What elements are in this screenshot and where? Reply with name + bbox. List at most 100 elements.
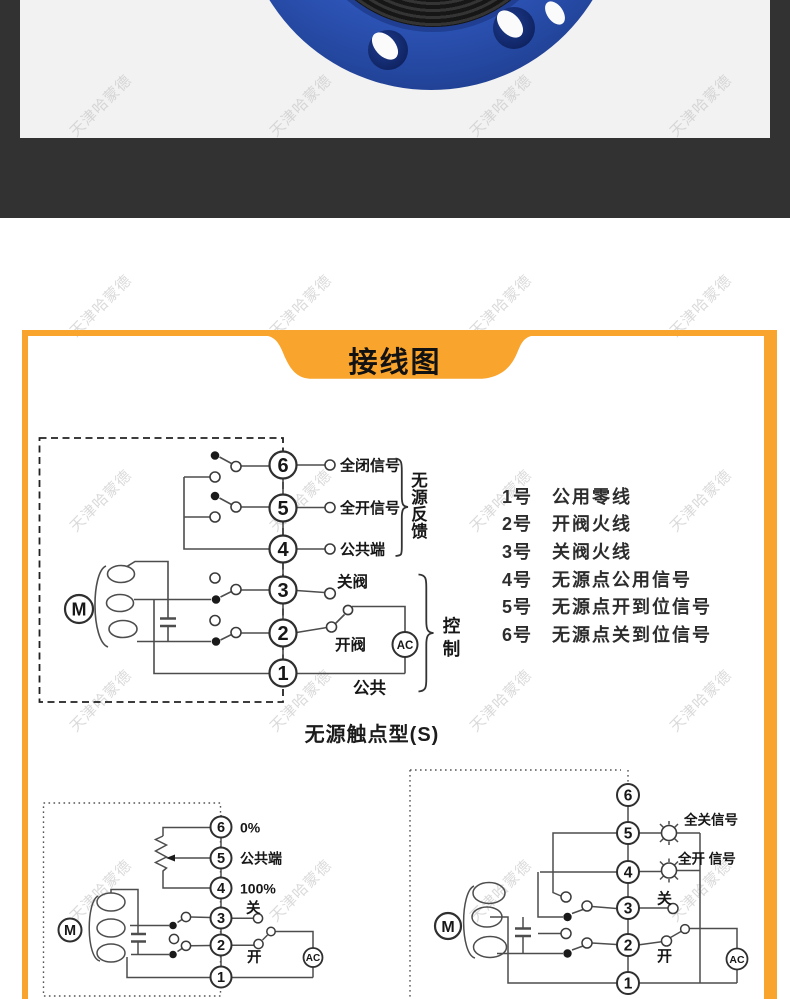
diagram-lamp-feedback-type: 6 5 4 3 2 1 M AC 全关信号 全开 信号 关 开 — [409, 769, 749, 999]
diagram-passive-contact: 6 5 4 3 2 1 M AC 全闭信号 全开信号 公共端 关阀 开阀 — [38, 437, 461, 703]
svg-text:M: M — [72, 600, 87, 620]
group-label-control: 控 制 — [443, 616, 461, 659]
svg-text:AC: AC — [397, 640, 414, 652]
terminal: 4 — [616, 860, 640, 884]
terminal: 2 — [209, 933, 233, 957]
terminal-number: 2号 — [502, 514, 533, 535]
label-full-open-signal: 全开信号 — [339, 499, 400, 517]
svg-text:6: 6 — [217, 820, 225, 836]
terminal-function: 关阀火线 — [552, 541, 632, 562]
svg-text:反: 反 — [411, 505, 428, 524]
terminal-function: 无源点开到位信号 — [552, 597, 712, 618]
terminal-function: 公用零线 — [552, 486, 632, 507]
svg-text:3: 3 — [217, 911, 225, 927]
capacitor-icon — [131, 932, 146, 943]
diagram-potentiometer-type: 6 5 4 3 2 1 M AC 0% 公共端 100% 关 开 — [42, 802, 324, 997]
label-open: 开 — [657, 948, 672, 965]
terminal-description-row: 1号公用零线 — [502, 482, 712, 510]
full-open-lamp-icon — [660, 862, 678, 879]
label-close-valve: 关阀 — [337, 572, 368, 591]
svg-text:5: 5 — [624, 826, 633, 843]
svg-text:6: 6 — [277, 455, 288, 477]
svg-text:5: 5 — [217, 851, 225, 867]
ac-source-icon: AC — [302, 947, 324, 968]
svg-text:M: M — [64, 923, 76, 939]
svg-text:4: 4 — [624, 865, 633, 882]
terminal: 2 — [268, 618, 298, 648]
terminal-number: 5号 — [502, 597, 533, 618]
terminal: 5 — [616, 821, 640, 845]
terminal-blocks: 6 5 4 3 2 1 — [209, 815, 233, 989]
terminal-description-row: 6号无源点关到位信号 — [502, 620, 712, 648]
svg-text:3: 3 — [277, 580, 288, 602]
label-common: 公共 — [353, 679, 387, 698]
motor-icon: M — [57, 917, 83, 943]
svg-text:M: M — [441, 919, 454, 936]
terminal: 1 — [268, 658, 298, 688]
label-zero-percent: 0% — [240, 820, 261, 836]
svg-text:制: 制 — [443, 639, 461, 659]
svg-text:5: 5 — [277, 498, 288, 520]
label-full-open-signal: 全开 信号 — [677, 851, 736, 867]
section-title: 接线图 — [348, 347, 442, 379]
label-open: 开 — [247, 949, 262, 966]
capacitor-icon — [515, 927, 531, 938]
wiring-diagrams: 6 5 4 3 2 1 M AC 全闭信号 全开信号 公共端 关阀 开阀 — [38, 437, 749, 999]
lamp-rays — [659, 858, 679, 883]
capacitor-icon — [160, 617, 176, 628]
svg-text:源: 源 — [411, 487, 428, 507]
switch-contacts — [168, 911, 276, 952]
group-braces — [395, 457, 434, 693]
label-hundred-percent: 100% — [240, 881, 276, 897]
terminal-description-row: 4号无源点公用信号 — [502, 565, 712, 593]
terminal: 1 — [616, 971, 640, 995]
label-full-close-signal: 全闭信号 — [339, 457, 400, 475]
svg-text:4: 4 — [217, 881, 225, 897]
svg-text:3: 3 — [624, 901, 633, 918]
svg-text:AC: AC — [729, 954, 745, 966]
terminal: 3 — [268, 575, 298, 605]
svg-text:馈: 馈 — [411, 521, 428, 541]
svg-text:1: 1 — [624, 976, 633, 993]
product-photo — [20, 0, 770, 138]
terminal: 4 — [209, 876, 233, 900]
terminal: 2 — [616, 933, 640, 957]
terminal: 5 — [209, 846, 233, 870]
banner-shape — [257, 330, 537, 379]
wiring-section-border — [22, 330, 777, 999]
svg-text:1: 1 — [277, 663, 288, 685]
svg-text:AC: AC — [306, 953, 320, 964]
switch-contacts — [560, 891, 691, 949]
lamp-icons — [660, 824, 678, 879]
lamp-rays — [659, 821, 679, 845]
switch-contacts — [209, 459, 354, 639]
terminal: 4 — [268, 534, 298, 564]
svg-text:6: 6 — [624, 788, 633, 805]
control-brace — [418, 573, 434, 693]
diagram-labels: 全关信号 全开 信号 关 开 — [657, 812, 738, 966]
label-full-close-signal: 全关信号 — [683, 812, 738, 828]
feedback-brace — [395, 457, 409, 557]
terminal-description-row: 3号关阀火线 — [502, 537, 712, 565]
group-label-feedback: 无 源 反 馈 — [410, 472, 428, 541]
svg-text:控: 控 — [443, 616, 461, 636]
terminal-description-row: 2号开阀火线 — [502, 510, 712, 538]
actuator-dotted-outline — [409, 769, 629, 999]
svg-text:1: 1 — [217, 970, 225, 986]
terminal: 3 — [616, 896, 640, 920]
terminal-function: 开阀火线 — [552, 514, 632, 535]
switch-contact-dots — [563, 912, 572, 958]
ac-source-icon: AC — [391, 631, 419, 658]
terminal-description-list: 1号公用零线 2号开阀火线 3号关阀火线 4号无源点公用信号 5号无源点开到位信… — [502, 482, 712, 648]
diagram-labels: 全闭信号 全开信号 公共端 关阀 开阀 公共 — [335, 457, 400, 698]
svg-text:2: 2 — [624, 938, 633, 955]
terminal-function: 无源点关到位信号 — [552, 624, 712, 645]
label-open-valve: 开阀 — [335, 635, 366, 654]
terminal: 3 — [209, 906, 233, 930]
terminal-description-row: 5号无源点开到位信号 — [502, 592, 712, 620]
terminal-number: 4号 — [502, 569, 533, 590]
terminal: 6 — [209, 815, 233, 839]
terminal: 6 — [268, 450, 298, 480]
label-close: 关 — [657, 890, 672, 908]
